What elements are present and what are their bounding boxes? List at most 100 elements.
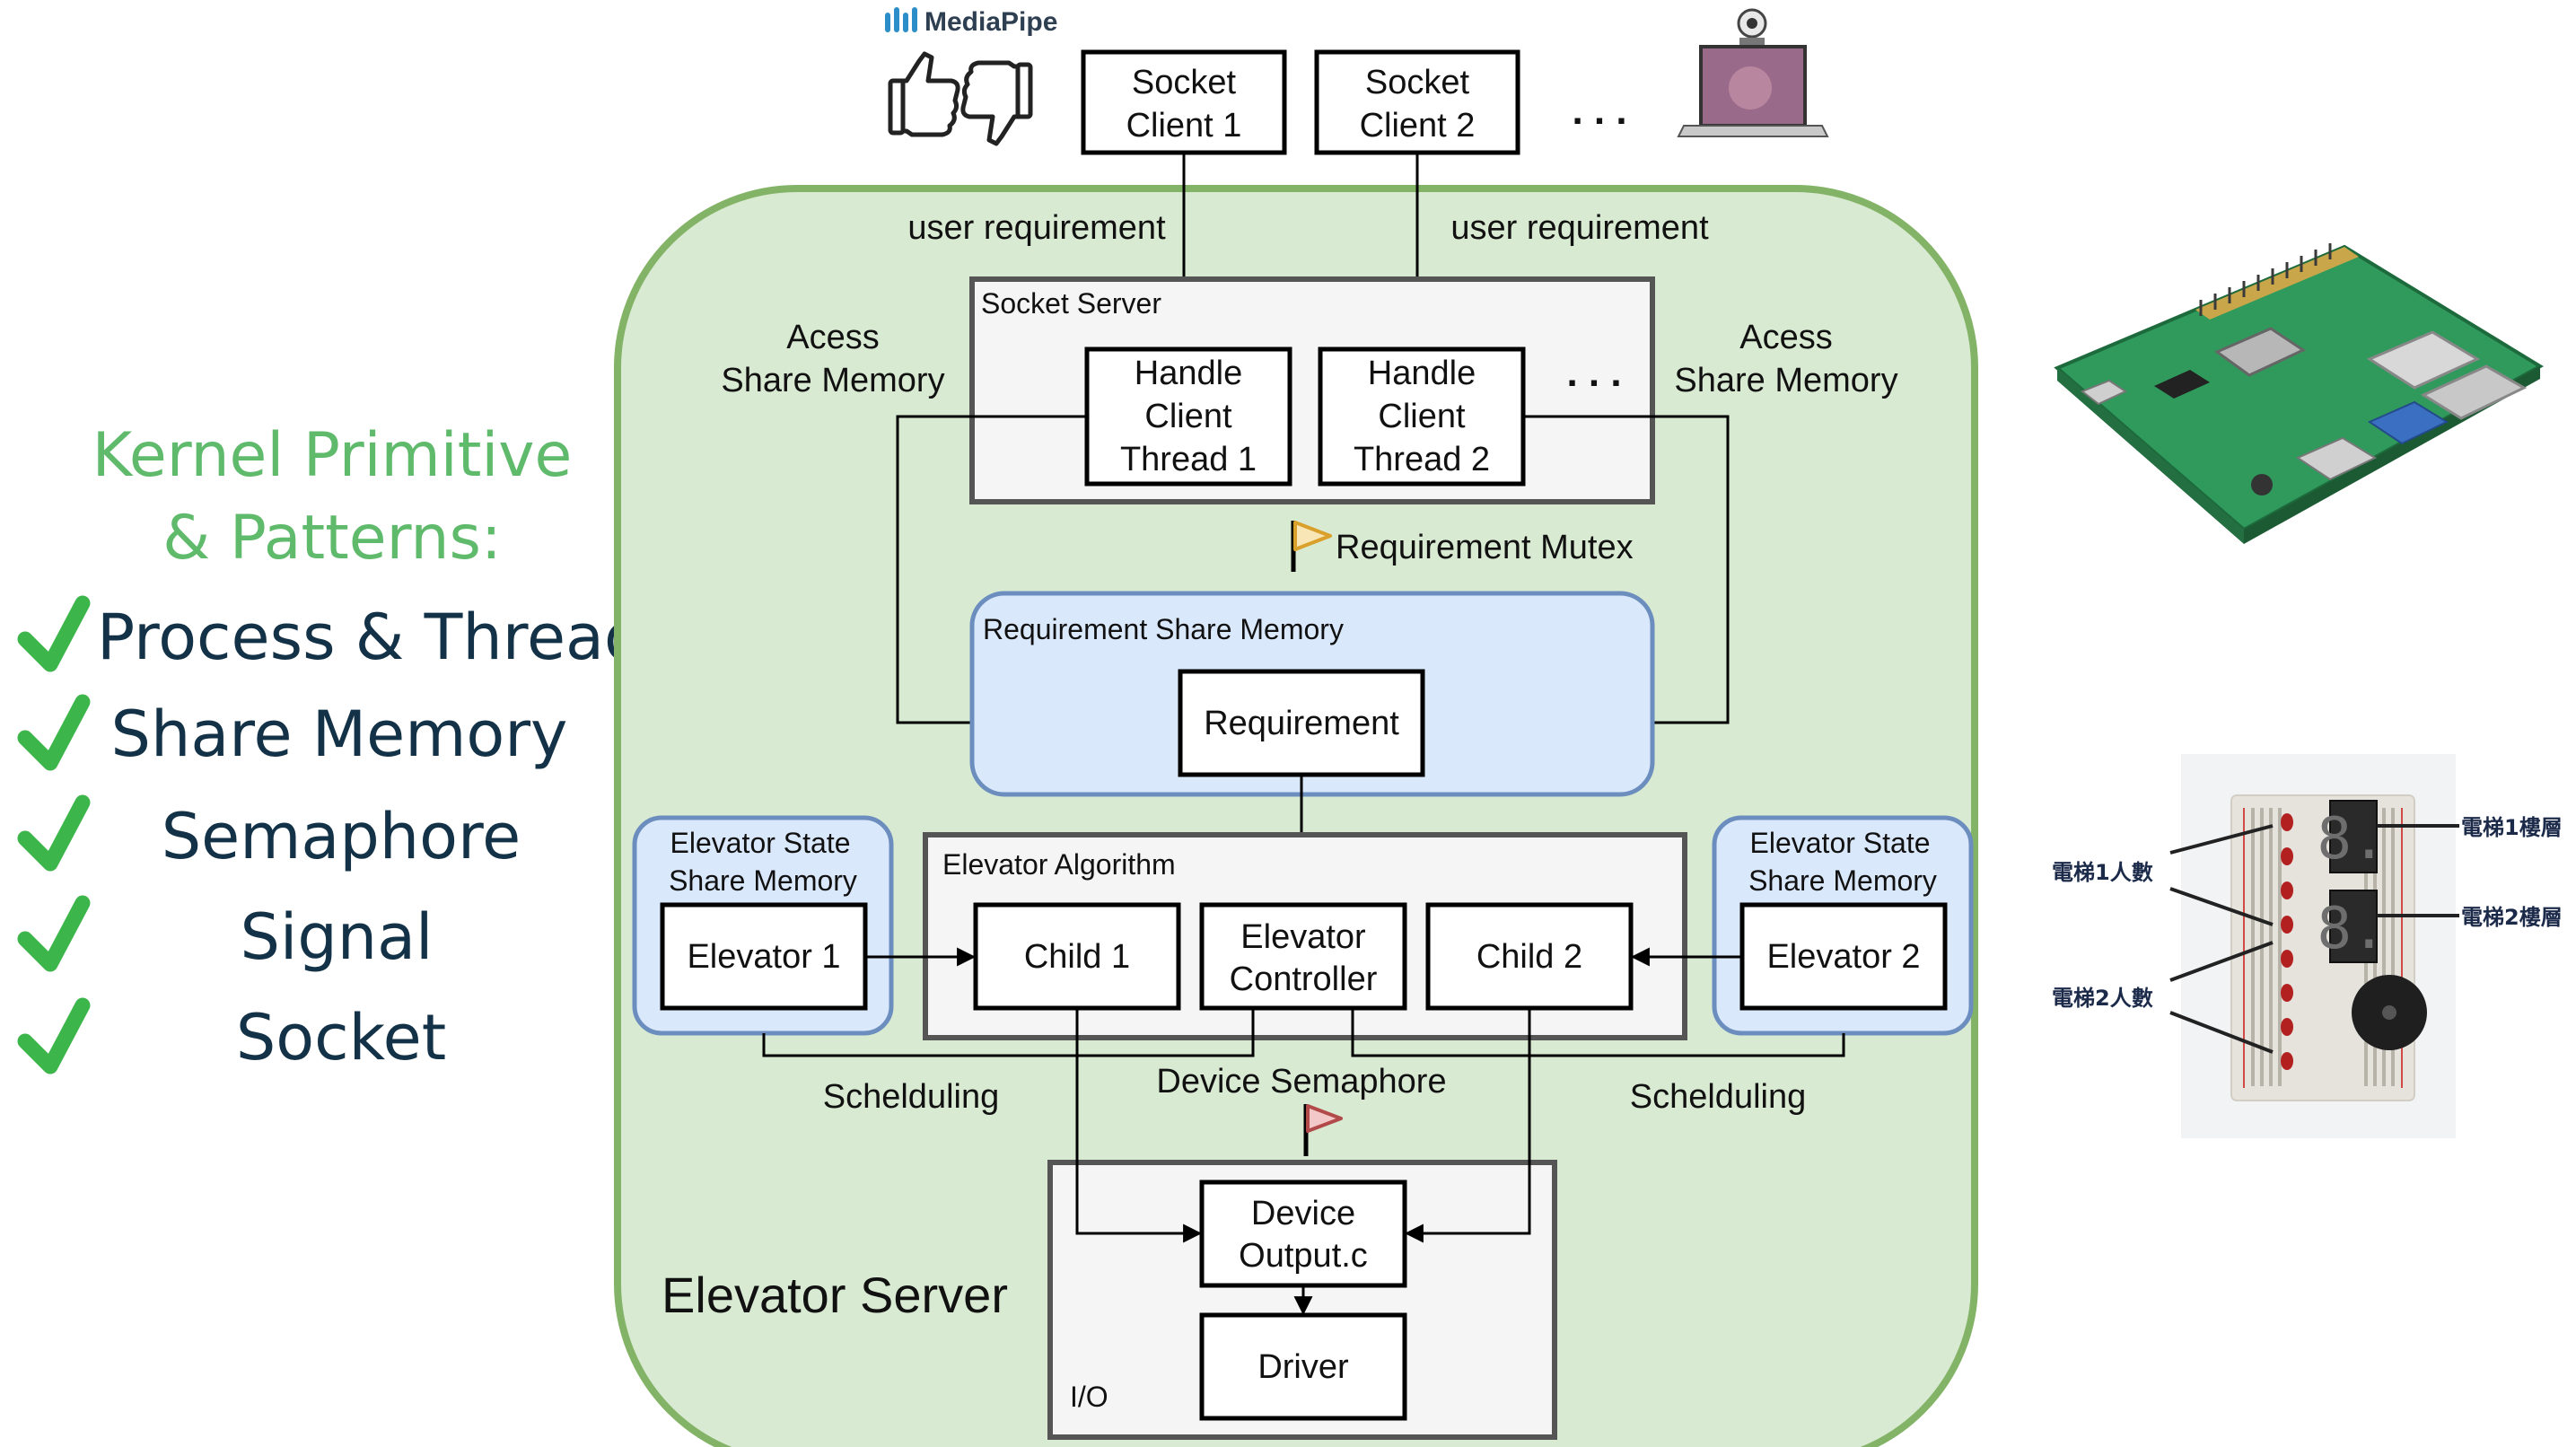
- child-2-box: Child 2: [1425, 902, 1634, 1011]
- state-left-line1: Elevator State: [670, 827, 851, 859]
- device-output-line2: Output.c: [1239, 1237, 1368, 1275]
- thread1-line1: Handle: [1135, 355, 1242, 392]
- device-semaphore: Device Semaphore: [1156, 1063, 1447, 1156]
- elevator2-floor-label: 電梯2樓層: [2461, 905, 2563, 930]
- led-column: [2281, 813, 2293, 1070]
- mediapipe-logo: MediaPipe: [885, 7, 1057, 37]
- access-shm-left-line1: Acess: [786, 319, 879, 356]
- child-1-box: Child 1: [973, 902, 1181, 1011]
- check-icon: [17, 997, 91, 1074]
- requirement-mutex-label: Requirement Mutex: [1336, 529, 1634, 566]
- mediapipe-icon: [885, 7, 917, 32]
- kernel-item-label: Signal: [240, 900, 433, 974]
- requirement-shm-title: Requirement Share Memory: [983, 613, 1344, 645]
- thumbs-up-icon: [888, 51, 960, 137]
- thread2-line2: Client: [1378, 398, 1466, 435]
- elevator-server-title: Elevator Server: [662, 1267, 1008, 1323]
- socket-client-1-line1: Socket: [1132, 64, 1237, 101]
- device-semaphore-label: Device Semaphore: [1156, 1063, 1446, 1101]
- thumbs-down-icon: [960, 60, 1033, 146]
- thread2-line1: Handle: [1368, 355, 1476, 392]
- handle-client-thread-2: Handle Client Thread 2: [1318, 346, 1526, 487]
- socket-server-ellipsis: . . .: [1566, 351, 1621, 395]
- kernel-item-label: Process & Thread: [97, 601, 644, 674]
- elevator-1-label: Elevator 1: [687, 938, 840, 976]
- socket-client-1: Socket Client 1: [1081, 49, 1287, 155]
- laptop-webcam-icon: [1677, 8, 1829, 137]
- flag-icon: [1291, 521, 1332, 572]
- socket-client-2-line2: Client 2: [1360, 107, 1476, 145]
- seven-segment-digit-1: 8.: [2317, 806, 2386, 873]
- check-icon: [17, 895, 91, 972]
- top-ellipsis: . . .: [1572, 89, 1626, 133]
- socket-client-2: Socket Client 2: [1314, 49, 1520, 155]
- socket-server-group: Socket Server Handle Client Thread 1 Han…: [969, 276, 1655, 504]
- breadboard-image: 8. 8. 電梯1樓層 電梯1人數 電梯2樓層 電梯2人數: [2052, 754, 2563, 1138]
- socket-client-1-line2: Client 1: [1126, 107, 1242, 145]
- access-shm-right-line2: Share Memory: [1674, 362, 1897, 399]
- elevator-state-shm-left: Elevator State Share Memory Elevator 1: [632, 815, 894, 1036]
- handle-client-thread-1: Handle Client Thread 1: [1084, 346, 1292, 487]
- child2-to-device-arrow: [1404, 1008, 1531, 1243]
- thread1-line3: Thread 1: [1120, 441, 1257, 478]
- elevator1-floor-label: 電梯1樓層: [2461, 815, 2563, 840]
- requirement-box: Requirement: [1178, 669, 1425, 777]
- buzzer: [2352, 975, 2427, 1050]
- kernel-item-share-memory: Share Memory: [17, 694, 568, 771]
- access-shm-left-line2: Share Memory: [721, 362, 944, 399]
- kernel-item-label: Semaphore: [162, 800, 521, 873]
- device-output-line1: Device: [1251, 1195, 1355, 1232]
- kernel-item-label: Socket: [236, 1001, 446, 1074]
- elevator-algorithm-group: Elevator Algorithm Child 1 Elevator Cont…: [923, 832, 1687, 1040]
- io-title: I/O: [1070, 1381, 1108, 1413]
- child-2-label: Child 2: [1476, 938, 1582, 976]
- child-1-label: Child 1: [1024, 938, 1130, 976]
- requirement-label: Requirement: [1204, 705, 1399, 742]
- state-right-line1: Elevator State: [1750, 827, 1931, 859]
- check-icon: [17, 694, 91, 771]
- socket-server-title: Socket Server: [981, 287, 1161, 320]
- driver-box: Driver: [1199, 1312, 1407, 1421]
- access-shm-right-line1: Acess: [1739, 319, 1832, 356]
- elevator2-count-label: 電梯2人數: [2052, 986, 2153, 1011]
- check-icon: [17, 595, 91, 672]
- mediapipe-label: MediaPipe: [924, 7, 1057, 37]
- elevator1-count-label: 電梯1人數: [2052, 860, 2153, 885]
- seven-segment-digit-2: 8.: [2317, 896, 2386, 962]
- scheduling-right-label: Schelduling: [1630, 1078, 1806, 1116]
- elevator-1-box: Elevator 1: [660, 902, 868, 1011]
- kernel-item-socket: Socket: [17, 997, 446, 1074]
- kernel-panel-title-line2: & Patterns:: [162, 503, 502, 574]
- controller-line2: Controller: [1230, 960, 1378, 998]
- kernel-primitives-panel: Kernel Primitive & Patterns: Process & T…: [17, 420, 644, 1074]
- elevator-algorithm-title: Elevator Algorithm: [942, 848, 1176, 881]
- thread1-line2: Client: [1144, 398, 1232, 435]
- user-requirement-left-label: user requirement: [907, 209, 1166, 247]
- state-left-line2: Share Memory: [669, 864, 857, 897]
- elevator-2-box: Elevator 2: [1739, 902, 1948, 1011]
- flag-icon: [1303, 1104, 1343, 1156]
- requirement-share-memory: Requirement Share Memory Requirement: [969, 591, 1655, 797]
- thread2-line3: Thread 2: [1354, 441, 1490, 478]
- requirement-mutex: Requirement Mutex: [1291, 521, 1634, 572]
- device-output-box: Device Output.c: [1199, 1180, 1407, 1288]
- elevator-state-shm-right: Elevator State Share Memory Elevator 2: [1712, 815, 1974, 1036]
- kernel-item-label: Share Memory: [111, 697, 568, 771]
- scheduling-left-line: [762, 1008, 1255, 1057]
- kernel-item-semaphore: Semaphore: [17, 794, 521, 873]
- elevator-controller-box: Elevator Controller: [1199, 902, 1407, 1011]
- user-requirement-right-label: user requirement: [1450, 209, 1709, 247]
- kernel-panel-title-line1: Kernel Primitive: [92, 420, 573, 491]
- child1-to-device-arrow: [1075, 1008, 1203, 1243]
- driver-label: Driver: [1257, 1348, 1349, 1386]
- check-icon: [17, 794, 91, 872]
- scheduling-left-label: Schelduling: [823, 1078, 999, 1116]
- seven-segment-display-1: 8.: [2317, 800, 2387, 873]
- socket-client-2-line1: Socket: [1365, 64, 1470, 101]
- controller-line1: Elevator: [1240, 918, 1366, 956]
- elevator-2-label: Elevator 2: [1766, 938, 1920, 976]
- kernel-item-signal: Signal: [17, 895, 434, 974]
- seven-segment-display-2: 8.: [2317, 890, 2387, 963]
- raspberry-pi-image: [2054, 243, 2544, 544]
